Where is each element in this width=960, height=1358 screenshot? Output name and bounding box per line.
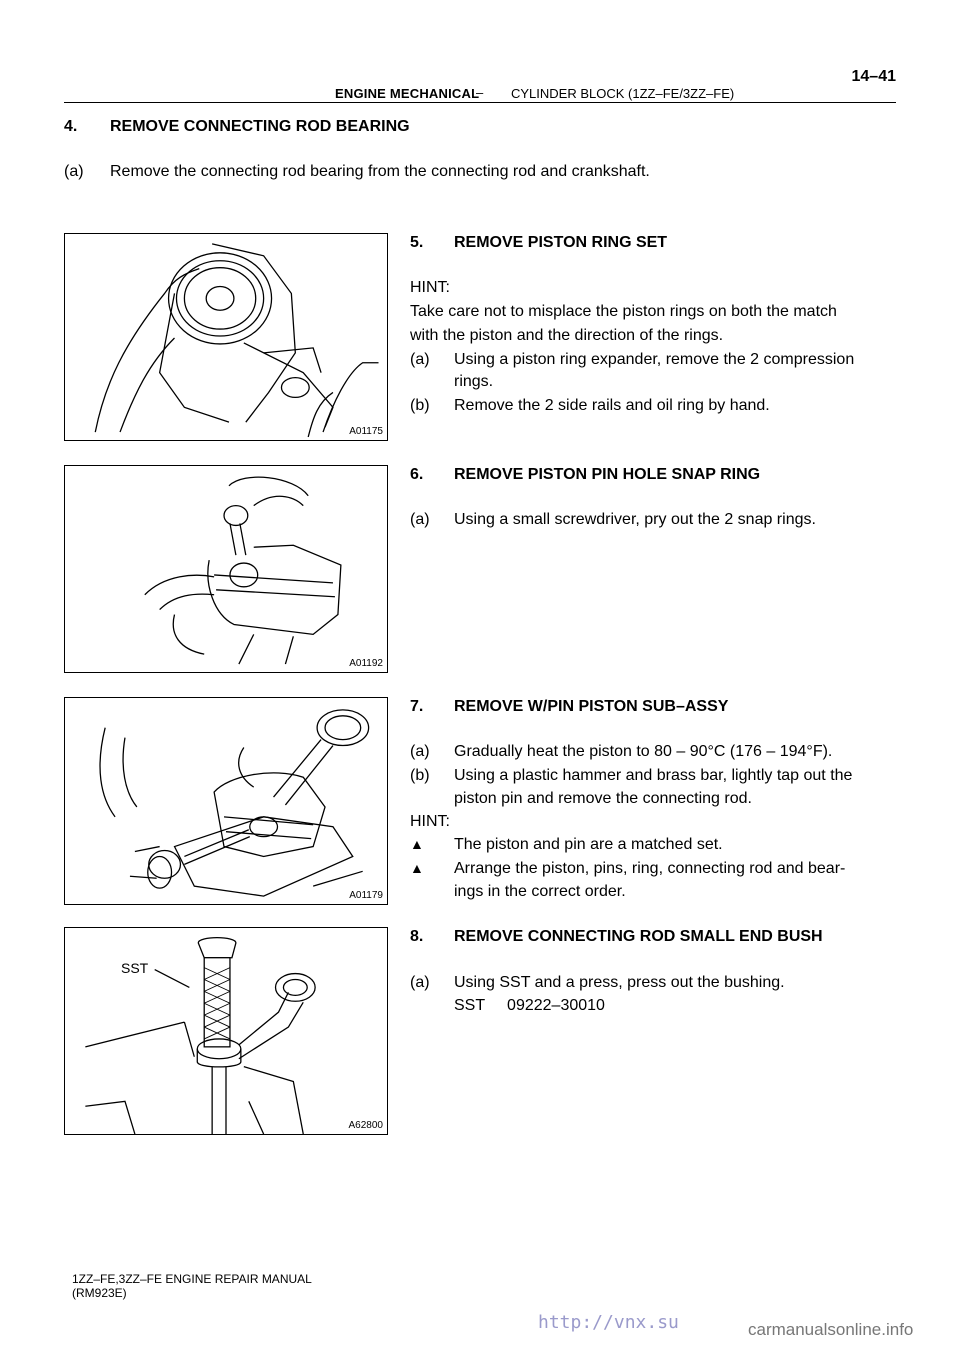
- watermark-site: carmanualsonline.info: [748, 1320, 914, 1339]
- header-section: ENGINE MECHANICAL: [335, 86, 480, 101]
- step-5b-text: Remove the 2 side rails and oil ring by …: [454, 397, 770, 414]
- header-subsection: CYLINDER BLOCK (1ZZ–FE/3ZZ–FE): [511, 86, 735, 101]
- step-5-title: REMOVE PISTON RING SET: [454, 234, 668, 251]
- step-6a-label: (a): [410, 511, 430, 528]
- figure-code: A01192: [349, 658, 383, 669]
- step-6-number: 6.: [410, 466, 424, 483]
- step-5b-label: (b): [410, 397, 430, 414]
- header-dash: –: [476, 85, 484, 100]
- step-7-title: REMOVE W/PIN PISTON SUB–ASSY: [454, 698, 729, 715]
- footer-manual-code: (RM923E): [72, 1286, 127, 1300]
- step-5a-line-2: rings.: [454, 373, 494, 390]
- figure-piston-ring-expander: A01175: [64, 233, 388, 441]
- footer-manual-title: 1ZZ–FE,3ZZ–FE ENGINE REPAIR MANUAL: [72, 1272, 312, 1286]
- step-5a-label: (a): [410, 351, 430, 368]
- step-7a-text: Gradually heat the piston to 80 – 90°C (…: [454, 743, 833, 760]
- step-8a-text: Using SST and a press, press out the bus…: [454, 974, 785, 991]
- small-end-bush-illustration: [85, 937, 316, 1134]
- step-6-title: REMOVE PISTON PIN HOLE SNAP RING: [454, 466, 761, 483]
- step-8-number: 8.: [410, 928, 424, 945]
- step-8-sst-number: SST 09222–30010: [454, 997, 605, 1014]
- step-7a-label: (a): [410, 743, 430, 760]
- bullet-triangle-icon: ▲: [410, 836, 424, 852]
- step-4a-label: (a): [64, 163, 84, 180]
- piston-pin-illustration: [99, 709, 370, 897]
- figure-code: A01179: [349, 890, 383, 901]
- step-7-bullet-2-line-1: Arrange the piston, pins, ring, connecti…: [454, 860, 846, 877]
- step-5a-line-1: Using a piston ring expander, remove the…: [454, 351, 855, 368]
- step-5-hint-line-1: Take care not to misplace the piston rin…: [410, 303, 837, 320]
- watermark-link[interactable]: http://vnx.su: [538, 1312, 679, 1333]
- step-8a-label: (a): [410, 974, 430, 991]
- figure-small-end-bush: SST A62800: [64, 927, 388, 1135]
- page-number: 14–41: [851, 68, 897, 85]
- figure-piston-pin-removal: A01179: [64, 697, 388, 905]
- step-7b-line-1: Using a plastic hammer and brass bar, li…: [454, 767, 853, 784]
- figure-snap-ring: A01192: [64, 465, 388, 673]
- step-5-hint-label: HINT:: [410, 279, 450, 296]
- step-6a-text: Using a small screwdriver, pry out the 2…: [454, 511, 816, 528]
- bullet-triangle-icon: ▲: [410, 860, 424, 876]
- piston-ring-illustration: [94, 243, 379, 438]
- snap-ring-illustration: [144, 476, 342, 665]
- figure-code: A01175: [349, 426, 383, 437]
- step-7-hint-label: HINT:: [410, 813, 450, 830]
- step-8-title: REMOVE CONNECTING ROD SMALL END BUSH: [454, 928, 823, 945]
- figure-code: A62800: [348, 1120, 383, 1131]
- header-rule: [64, 102, 896, 103]
- step-5-number: 5.: [410, 234, 424, 251]
- step-7-bullet-2-line-2: ings in the correct order.: [454, 883, 626, 900]
- step-5-hint-line-2: with the piston and the direction of the…: [410, 327, 724, 344]
- step-7-number: 7.: [410, 698, 424, 715]
- step-4-title: REMOVE CONNECTING ROD BEARING: [110, 118, 410, 135]
- step-4a-text: Remove the connecting rod bearing from t…: [110, 163, 650, 180]
- step-7b-line-2: piston pin and remove the connecting rod…: [454, 790, 752, 807]
- step-4-number: 4.: [64, 118, 78, 135]
- step-7b-label: (b): [410, 767, 430, 784]
- step-7-bullet-1: The piston and pin are a matched set.: [454, 836, 723, 853]
- sst-label: SST: [121, 960, 149, 976]
